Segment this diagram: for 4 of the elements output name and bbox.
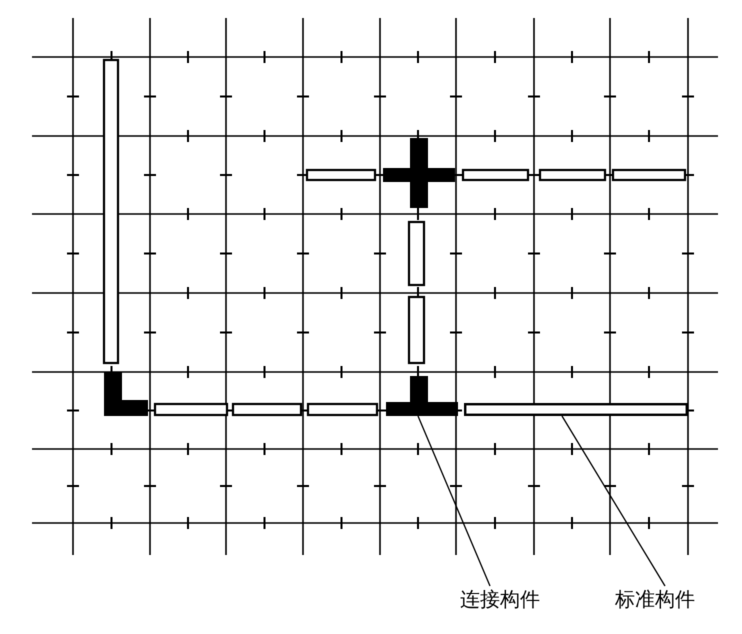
part-label: 连接构件 [460, 586, 564, 614]
leader-line [417, 416, 491, 586]
leader-line [561, 416, 666, 586]
part-label: 标准构件 [615, 586, 719, 614]
